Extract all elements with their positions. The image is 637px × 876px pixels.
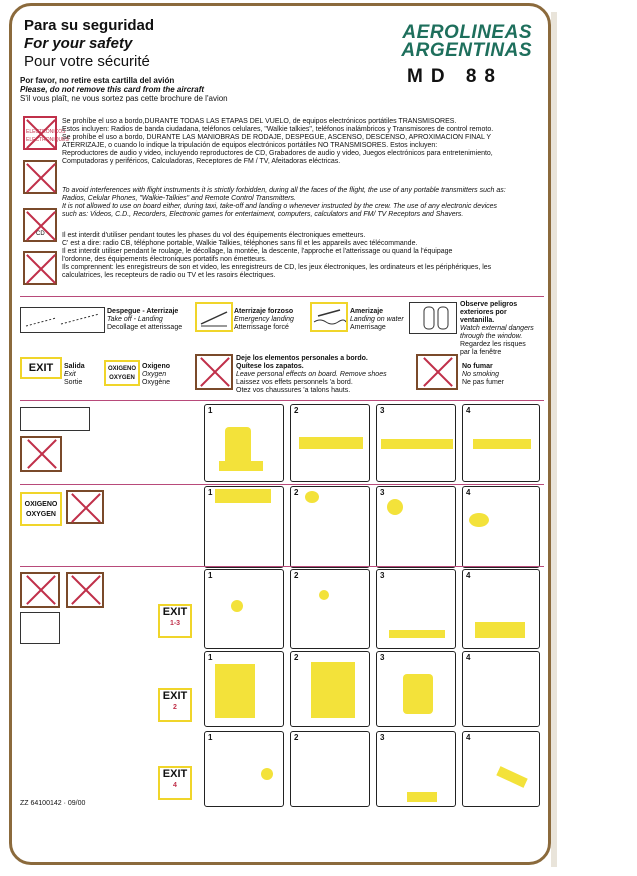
- divider: [20, 400, 544, 401]
- legend-nosmoking: No fumar No smoking Ne pas fumer: [462, 363, 505, 386]
- divider: [20, 566, 544, 567]
- window-icon: [20, 612, 60, 644]
- no-standing-icon: [20, 436, 62, 472]
- title-fr: Pour votre sécurité: [24, 53, 150, 70]
- electronics-fr: Il est interdit d'utiliser pendant toute…: [62, 232, 492, 279]
- legend-forced: Aterrizaje forzoso Emergency landing Att…: [234, 308, 294, 331]
- exit-1-3-step-2: 2: [290, 569, 370, 649]
- exit-2-step-1: 1: [204, 651, 284, 727]
- no-baggage-icon: [195, 354, 233, 390]
- exit-4-step-1: 1: [204, 731, 284, 807]
- airline-logo: AEROLINEAS ARGENTINAS: [401, 22, 532, 61]
- window-icon: [409, 302, 457, 334]
- no-electronics-icon: ELECTRONICOS ELECTRONIQUES: [23, 116, 69, 150]
- exit-4-step-4: 4: [462, 731, 540, 807]
- exit-1-3-sign: EXIT 1-3: [158, 604, 192, 638]
- title-en: For your safety: [24, 35, 133, 52]
- no-laptop-icon: [23, 251, 57, 285]
- seatbelt-step-4: 4: [462, 404, 540, 482]
- notice-en: Please, do not remove this card from the…: [20, 85, 205, 94]
- exit-1-3-step-3: 3: [376, 569, 456, 649]
- notice-fr: S'il vous plaît, ne vous sortez pas cett…: [20, 94, 228, 103]
- no-smoking-icon: [416, 354, 458, 390]
- legend-belongings: Deje los elementos personales a bordo. Q…: [236, 355, 387, 394]
- legend-exit: Salida Exit Sortie: [64, 363, 85, 386]
- oxygen-step-1: 1: [204, 486, 284, 568]
- no-baggage-icon: [20, 572, 60, 608]
- card-shadow: [551, 12, 557, 867]
- legend-takeoff: Despegue - Aterrizaje Take off - Landing…: [107, 308, 183, 331]
- takeoff-small-icon: [20, 407, 90, 431]
- exit-2-step-3: 3: [376, 651, 456, 727]
- exit-2-step-4: 4: [462, 651, 540, 727]
- emergency-landing-icon: [195, 302, 233, 332]
- divider: [20, 484, 544, 485]
- oxygen-step-3: 3: [376, 486, 456, 568]
- no-cd-icon: CD: [23, 208, 57, 242]
- card-code: ZZ 64100142 · 09/00: [20, 800, 86, 807]
- oxygen-step-4: 4: [462, 486, 540, 568]
- seatbelt-step-1: 1: [204, 404, 284, 482]
- exit-2-sign: EXIT 2: [158, 688, 192, 722]
- exit-4-step-2: 2: [290, 731, 370, 807]
- legend-oxygen: Oxigeno Oxygen Oxygène: [142, 363, 171, 386]
- notice-es: Por favor, no retire esta cartilla del a…: [20, 76, 175, 85]
- oxygen-step-2: 2: [290, 486, 370, 568]
- exit-1-3-step-1: 1: [204, 569, 284, 649]
- seatbelt-step-2: 2: [290, 404, 370, 482]
- no-phone-icon: [23, 160, 57, 194]
- aircraft-model: MD 88: [407, 66, 503, 87]
- title-es: Para su seguridad: [24, 17, 155, 34]
- electronics-es: Se prohíbe el uso a bordo,DURANTE TODAS …: [62, 118, 494, 165]
- oxygen-sign-icon: OXIGENO OXYGEN: [20, 492, 62, 526]
- exit-2-step-2: 2: [290, 651, 370, 727]
- legend-water: Amerizaje Landing on water Amerrisage: [350, 308, 404, 331]
- exit-sign-icon: EXIT: [20, 357, 62, 379]
- oxygen-sign-icon: OXIGENO OXYGEN: [104, 360, 140, 386]
- water-landing-icon: [310, 302, 348, 332]
- no-shoes-icon: [66, 572, 104, 608]
- seatbelt-step-3: 3: [376, 404, 456, 482]
- exit-4-step-3: 3: [376, 731, 456, 807]
- electronics-en: To avoid interferences with flight instr…: [62, 187, 506, 218]
- no-smoking-icon: [66, 490, 104, 524]
- safety-card: Para su seguridad For your safety Pour v…: [9, 3, 551, 865]
- exit-4-sign: EXIT 4: [158, 766, 192, 800]
- takeoff-icon: [20, 307, 105, 333]
- divider: [20, 296, 544, 297]
- legend-window: Observe peligros exteriores por ventanil…: [460, 301, 534, 356]
- exit-1-3-step-4: 4: [462, 569, 540, 649]
